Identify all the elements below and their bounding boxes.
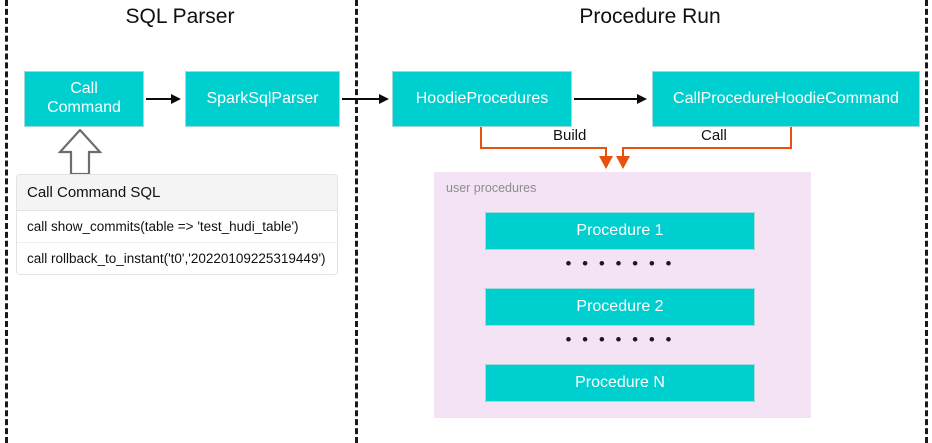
user-procedures-panel: user procedures Procedure 1 • • • • • • … [434, 172, 811, 418]
procedure-box-1[interactable]: Procedure 1 [485, 212, 755, 250]
node-call-command-label-line1: Call [70, 80, 98, 98]
table-row: call rollback_to_instant('t0','202201092… [17, 243, 337, 274]
node-spark-sql-parser[interactable]: SparkSqlParser [185, 71, 340, 127]
build-arrow-head-icon [599, 156, 613, 169]
procedure-box-2[interactable]: Procedure 2 [485, 288, 755, 326]
arrow-spark-to-hoodie-line [342, 98, 380, 100]
arrow-hoodie-to-callproc-head-icon [637, 94, 647, 104]
build-connector-vertical-right [605, 147, 607, 159]
procedure-box-n-label: Procedure N [575, 374, 665, 391]
arrow-call-command-to-spark-head-icon [171, 94, 181, 104]
build-connector-vertical-left [480, 127, 482, 149]
divider-middle [355, 0, 358, 443]
arrow-hoodie-to-callproc-line [574, 98, 638, 100]
call-connector-vertical-left [622, 147, 624, 159]
procedures-ellipsis-2: • • • • • • • [565, 330, 675, 349]
node-hoodie-procedures[interactable]: HoodieProcedures [392, 71, 572, 127]
section-title-sql-parser: SQL Parser [125, 5, 235, 28]
node-call-procedure-hoodie-command[interactable]: CallProcedureHoodieCommand [652, 71, 920, 127]
divider-right [925, 0, 928, 443]
table-row: call show_commits(table => 'test_hudi_ta… [17, 211, 337, 243]
arrow-spark-to-hoodie-head-icon [379, 94, 389, 104]
node-hoodie-procedures-label: HoodieProcedures [415, 89, 549, 107]
node-spark-sql-parser-label: SparkSqlParser [206, 89, 319, 107]
user-procedures-label: user procedures [446, 181, 537, 195]
divider-left [5, 0, 8, 443]
node-call-command-label-line2: Command [47, 99, 121, 116]
call-connector-horizontal [622, 147, 792, 149]
node-call-command[interactable]: Call Command [24, 71, 144, 127]
procedure-box-1-label: Procedure 1 [576, 222, 664, 239]
procedure-box-n[interactable]: Procedure N [485, 364, 755, 402]
arrow-call-command-to-spark-line [146, 98, 172, 100]
procedure-box-2-label: Procedure 2 [576, 298, 664, 315]
build-connector-label: Build [549, 127, 591, 144]
call-connector-vertical-right [790, 127, 792, 149]
call-arrow-head-icon [616, 156, 630, 169]
procedures-ellipsis-1: • • • • • • • [565, 254, 675, 273]
node-call-procedure-hoodie-command-label: CallProcedureHoodieCommand [673, 89, 899, 107]
sql-table-header: Call Command SQL [17, 175, 337, 211]
call-connector-label: Call [697, 127, 731, 144]
section-title-procedure-run: Procedure Run [579, 5, 721, 28]
build-connector-horizontal [480, 147, 607, 149]
block-up-arrow-icon [57, 128, 103, 176]
call-command-sql-table: Call Command SQL call show_commits(table… [16, 174, 338, 275]
